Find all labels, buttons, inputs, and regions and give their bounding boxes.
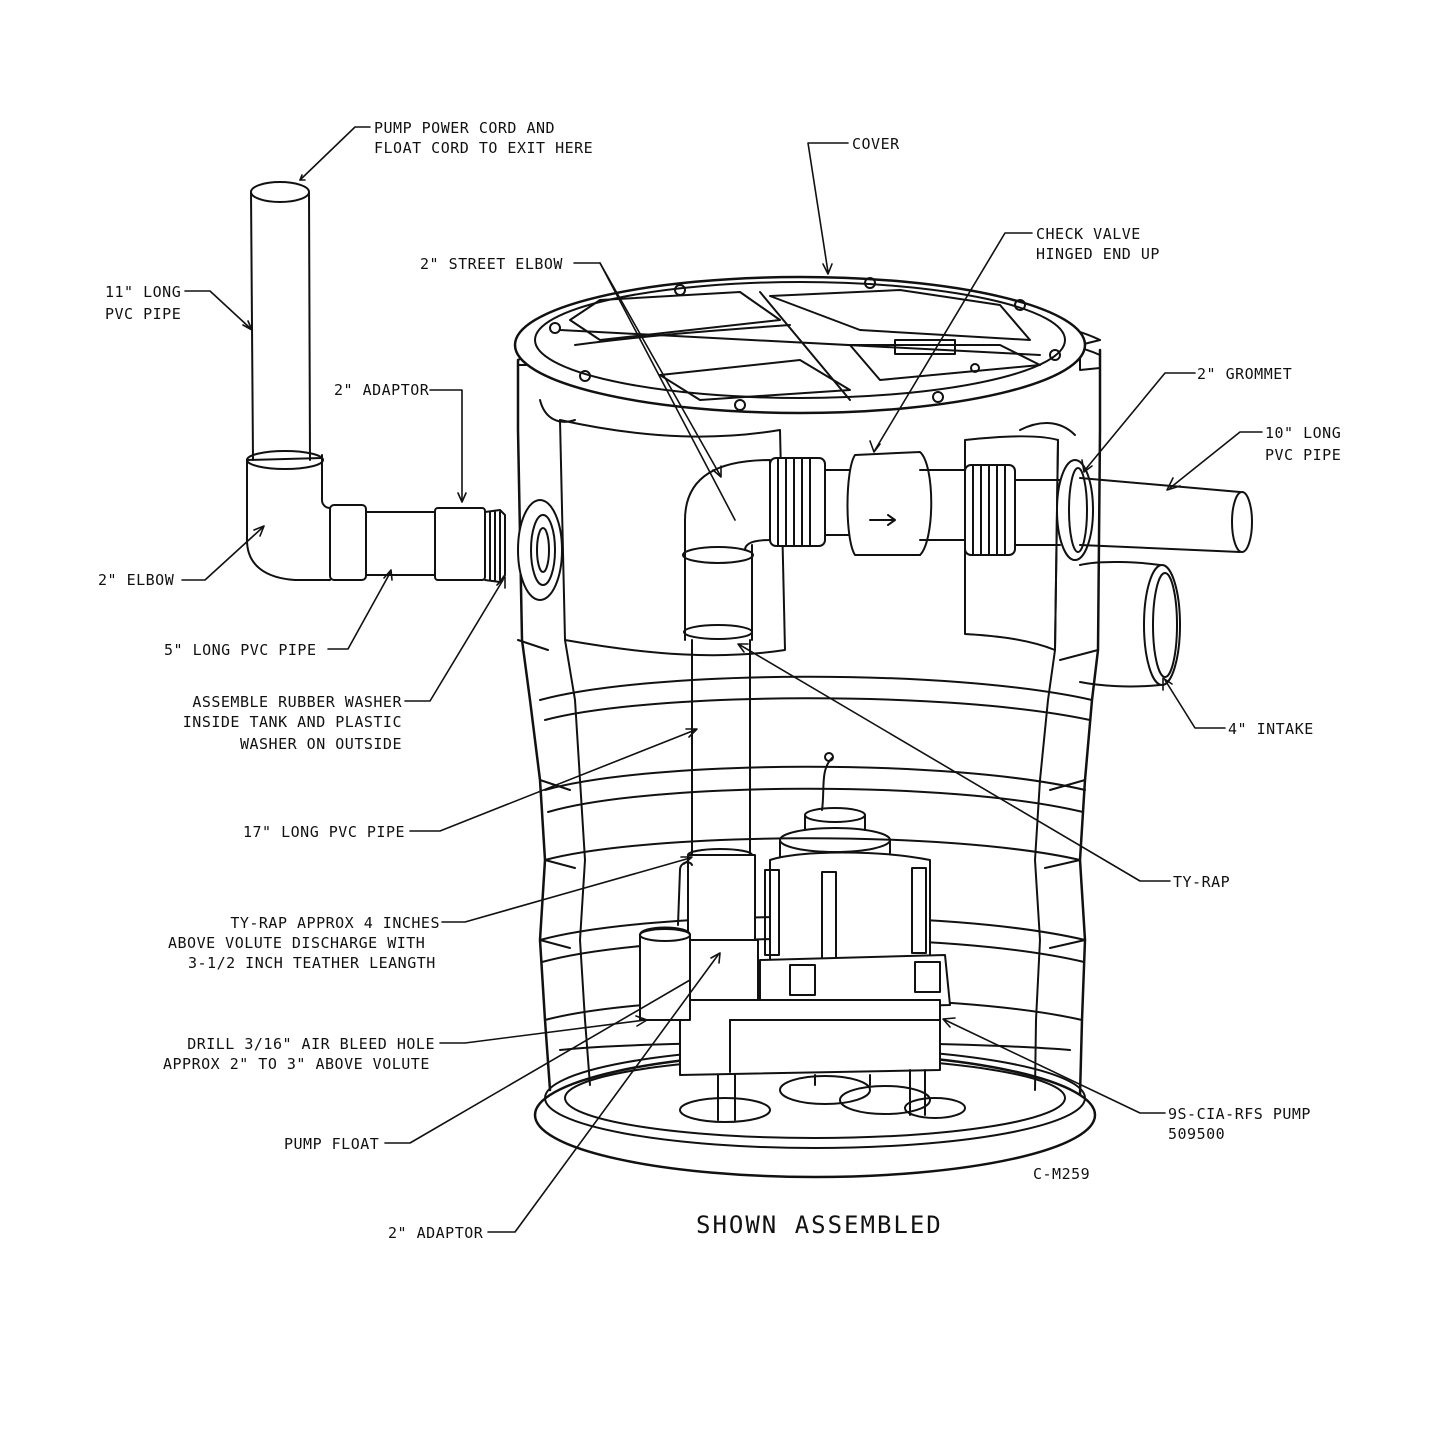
label-pipe-10-line2: PVC PIPE — [1265, 446, 1342, 464]
label-pipe-5: 5" LONG PVC PIPE — [164, 641, 317, 659]
label-pump-float: PUMP FLOAT — [284, 1135, 380, 1153]
label-cover: COVER — [852, 135, 900, 153]
label-street-elbow: 2" STREET ELBOW — [420, 255, 563, 273]
diagram-caption: SHOWN ASSEMBLED — [696, 1211, 943, 1239]
label-pipe-17: 17" LONG PVC PIPE — [243, 823, 406, 841]
label-tyrap-note-line2: ABOVE VOLUTE DISCHARGE WITH — [168, 934, 426, 952]
sump-pump — [639, 752, 966, 1123]
label-cord-exit-line1: PUMP POWER CORD AND — [374, 119, 556, 137]
label-check-valve-line1: CHECK VALVE — [1036, 225, 1141, 243]
label-check-valve-line2: HINGED END UP — [1036, 245, 1160, 263]
discharge-pipe-assembly — [246, 181, 563, 601]
label-tyrap: TY-RAP — [1173, 873, 1231, 891]
label-drawing-number: C-M259 — [1033, 1165, 1091, 1183]
label-drill-line1: DRILL 3/16" AIR BLEED HOLE — [187, 1035, 435, 1053]
label-washer-line2: INSIDE TANK AND PLASTIC — [182, 713, 402, 731]
label-drill-line2: APPROX 2" TO 3" ABOVE VOLUTE — [163, 1055, 430, 1073]
label-tyrap-note-line3: 3-1/2 INCH TEATHER LEANGTH — [188, 954, 436, 972]
label-adaptor-bottom: 2" ADAPTOR — [388, 1224, 484, 1242]
label-pipe-11-line1: 11" LONG — [105, 283, 182, 301]
label-pipe-10-line1: 10" LONG — [1265, 424, 1342, 442]
label-cord-exit-line2: FLOAT CORD TO EXIT HERE — [374, 139, 594, 157]
outlet-and-intake — [1056, 459, 1253, 688]
label-grommet: 2" GROMMET — [1197, 365, 1293, 383]
label-washer-line1: ASSEMBLE RUBBER WASHER — [192, 693, 402, 711]
basin-cover — [513, 275, 1087, 415]
label-intake: 4" INTAKE — [1228, 720, 1314, 738]
label-pump-line2: 509500 — [1168, 1125, 1226, 1143]
label-adaptor-top: 2" ADAPTOR — [334, 381, 430, 399]
label-elbow: 2" ELBOW — [98, 571, 175, 589]
leader-lines — [181, 126, 1263, 1233]
label-pump-line1: 9S-CIA-RFS PUMP — [1168, 1105, 1311, 1123]
riser-and-check-valve — [682, 451, 1061, 1001]
label-tyrap-note-line1: TY-RAP APPROX 4 INCHES — [230, 914, 440, 932]
label-pipe-11-line2: PVC PIPE — [105, 305, 182, 323]
label-washer-line3: WASHER ON OUTSIDE — [239, 735, 402, 753]
